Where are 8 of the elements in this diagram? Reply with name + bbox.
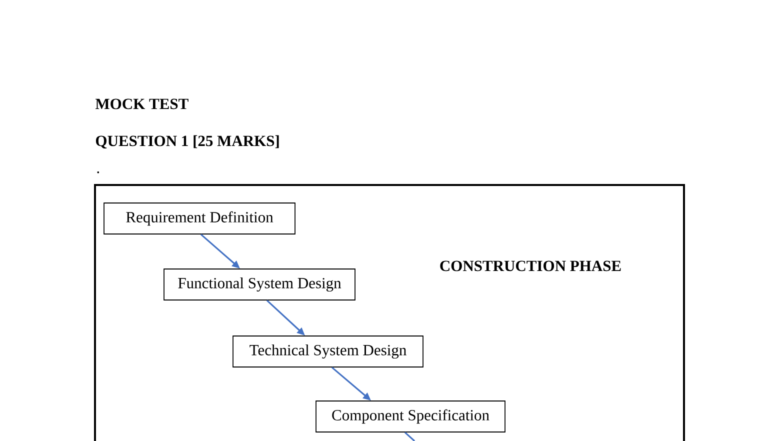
process-box: Requirement Definition [104, 202, 296, 234]
phase-heading: CONSTRUCTION PHASE [440, 260, 621, 272]
question-heading: QUESTION 1 [25 MARKS] [96, 135, 279, 148]
process-box: Component Specification [316, 400, 506, 432]
period-mark: . [97, 171, 100, 174]
process-box: Functional System Design [164, 268, 356, 300]
title: MOCK TEST [95, 98, 188, 110]
process-box: Technical System Design [232, 336, 424, 368]
